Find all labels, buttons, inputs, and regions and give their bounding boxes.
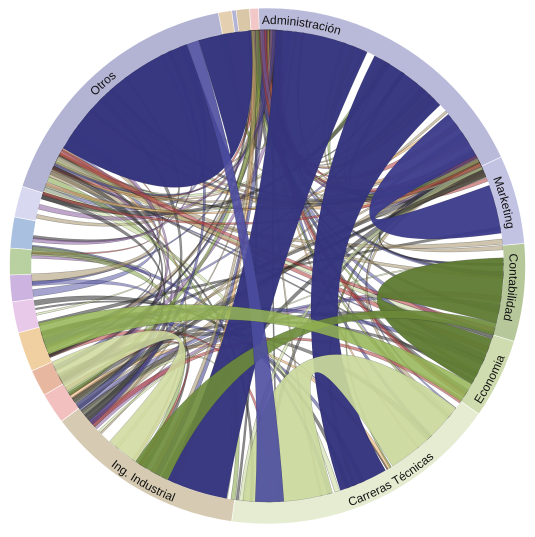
thin-chord bbox=[40, 61, 391, 216]
thin-chord bbox=[51, 50, 366, 201]
chord-contabilidad-ing_industrial bbox=[135, 309, 497, 481]
chord-otros-otros bbox=[62, 30, 253, 188]
ring-subsegment bbox=[9, 247, 33, 276]
thin-chord bbox=[32, 54, 196, 245]
thin-chord bbox=[42, 162, 482, 225]
thin-chord bbox=[71, 88, 427, 402]
thin-chord bbox=[53, 29, 276, 196]
thin-chord bbox=[48, 170, 503, 249]
thin-chord bbox=[31, 253, 151, 316]
ring-subsegment bbox=[9, 216, 37, 250]
chord-administracion-marketing bbox=[369, 114, 502, 240]
chord-otros-carreras bbox=[186, 40, 285, 503]
thick-chords bbox=[38, 29, 504, 503]
ring-subsegment bbox=[235, 8, 252, 33]
chord-carreras-carreras bbox=[242, 354, 457, 503]
thin-chord bbox=[31, 133, 161, 282]
chord-ing_industrial-pequenos bbox=[51, 330, 186, 462]
chord-economia-pequenos bbox=[38, 304, 473, 402]
ring-subsegment bbox=[249, 7, 260, 31]
group-ring bbox=[9, 7, 526, 525]
chord-contabilidad-economia bbox=[376, 257, 504, 385]
thin-chord bbox=[66, 29, 263, 396]
ring-subsegment bbox=[9, 273, 35, 303]
